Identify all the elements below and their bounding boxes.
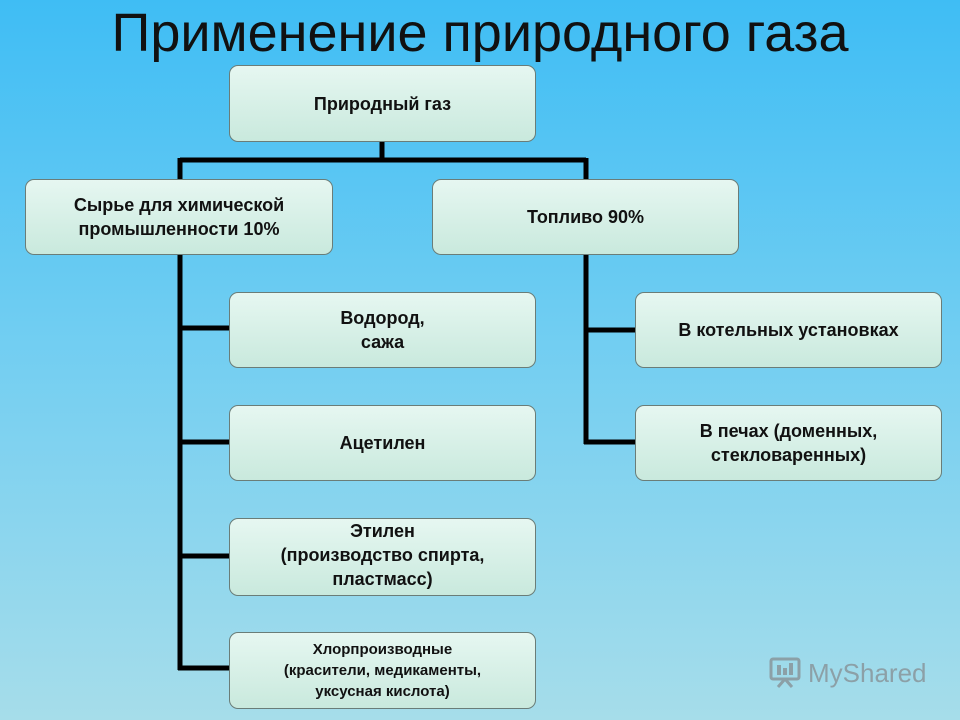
node-furnaces: В печах (доменных, стекловаренных) bbox=[635, 405, 942, 481]
watermark-text: MyShared bbox=[808, 657, 927, 688]
node-fuel: Топливо 90% bbox=[432, 179, 739, 255]
node-acetylene: Ацетилен bbox=[229, 405, 536, 481]
node-natural-gas: Природный газ bbox=[229, 65, 536, 142]
watermark: MyShared bbox=[768, 655, 927, 691]
node-boilers: В котельных установках bbox=[635, 292, 942, 368]
node-ethylene: Этилен (производство спирта, пластмасс) bbox=[229, 518, 536, 596]
node-chemical-raw-material: Сырье для химической промышленности 10% bbox=[25, 179, 333, 255]
node-hydrogen-soot: Водород, сажа bbox=[229, 292, 536, 368]
presentation-icon bbox=[769, 657, 801, 688]
page-title: Применение природного газа bbox=[111, 3, 849, 63]
node-chloro-derivatives: Хлорпроизводные (красители, медикаменты,… bbox=[229, 632, 536, 709]
